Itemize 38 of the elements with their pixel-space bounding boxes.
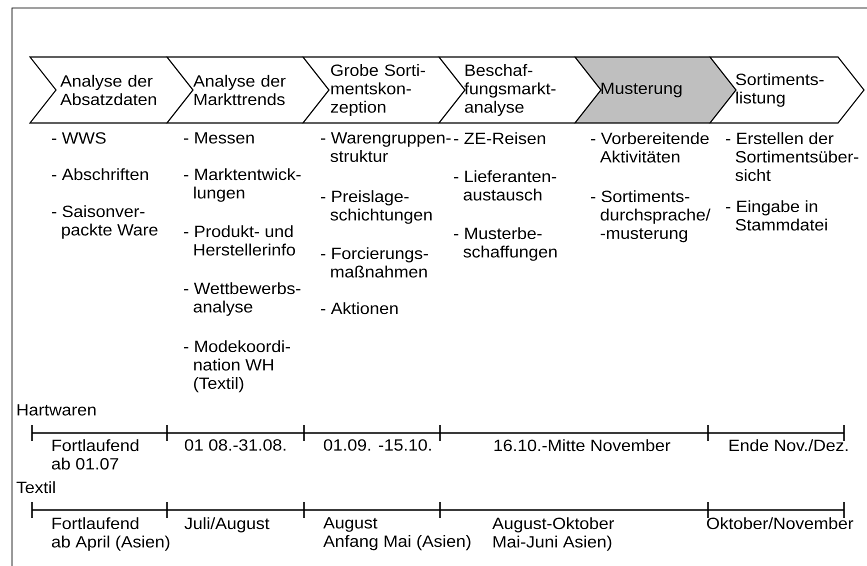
bullet-item: - Produkt- und Herstellerinfo bbox=[184, 225, 295, 256]
bullet-item: - Warengruppen- struktur bbox=[320, 132, 451, 162]
timeline-label: Ende Nov./Dez. bbox=[730, 439, 848, 452]
bullet-item: - Forcierungs- maßnahmen bbox=[320, 247, 428, 278]
timeline-label: Fortlaufend ab April (Asien) bbox=[52, 517, 170, 551]
bullet-item: - Messen bbox=[184, 132, 254, 144]
bullet-item: - Preislage- schichtungen bbox=[320, 190, 432, 224]
bullet-item: - Modekoordi- nation WH (Textil) bbox=[184, 340, 290, 392]
timeline-label: 16.10.-Mitte November bbox=[494, 439, 670, 452]
process-step-box: Grobe Sorti- mentskon- zeption bbox=[302, 56, 466, 124]
timeline-label: Hartwaren bbox=[18, 404, 96, 416]
timeline-label: Textil bbox=[16, 481, 55, 494]
process-step-box: Musterung bbox=[574, 56, 737, 124]
timeline-label: 01.09. -15.10. bbox=[324, 439, 431, 451]
bullet-item: - Sortiments- durchsprache/ -musterung bbox=[590, 190, 710, 242]
timeline-label: Oktober/November bbox=[707, 517, 854, 530]
timeline-label: Juli/August bbox=[184, 517, 270, 532]
process-step-box: Analyse der Absatzdaten bbox=[28, 56, 194, 124]
bullet-item: - Eingabe in Stammdatei bbox=[726, 200, 827, 231]
bullet-item: - Lieferanten- austausch bbox=[454, 170, 556, 201]
bullet-item: - WWS bbox=[52, 132, 106, 144]
bullet-item: - Vorbereitende Aktivitäten bbox=[590, 132, 709, 163]
process-step-box: Sortiments- listung bbox=[708, 56, 865, 124]
bullet-item: - ZE-Reisen bbox=[454, 132, 546, 144]
bullet-item: - Erstellen der Sortimentsüber- sicht bbox=[726, 132, 858, 181]
bullet-item: - Aktionen bbox=[320, 302, 398, 314]
process-step-box: Beschaf- fungsmarkt- analyse bbox=[438, 56, 602, 124]
bullet-item: - Abschriften bbox=[52, 168, 148, 180]
timeline-label: 01 08.-31.08. bbox=[184, 439, 286, 451]
bullet-item: - Wettbewerbs- analyse bbox=[184, 282, 300, 316]
node-label: Sortiments- listung bbox=[736, 73, 824, 107]
timeline-label: August-Oktober Mai-Juni Asien) bbox=[492, 517, 614, 551]
bullet-item: - Musterbe- schaffungen bbox=[454, 227, 557, 261]
timeline-label: Fortlaufend ab 01.07 bbox=[52, 439, 138, 470]
timeline-label: August Anfang Mai (Asien) bbox=[323, 517, 470, 550]
bullet-item: - Marktentwick- lungen bbox=[184, 168, 301, 202]
process-step-box: Analyse der Markttrends bbox=[166, 56, 330, 124]
bullet-item: - Saisonver- packte Ware bbox=[52, 205, 158, 239]
